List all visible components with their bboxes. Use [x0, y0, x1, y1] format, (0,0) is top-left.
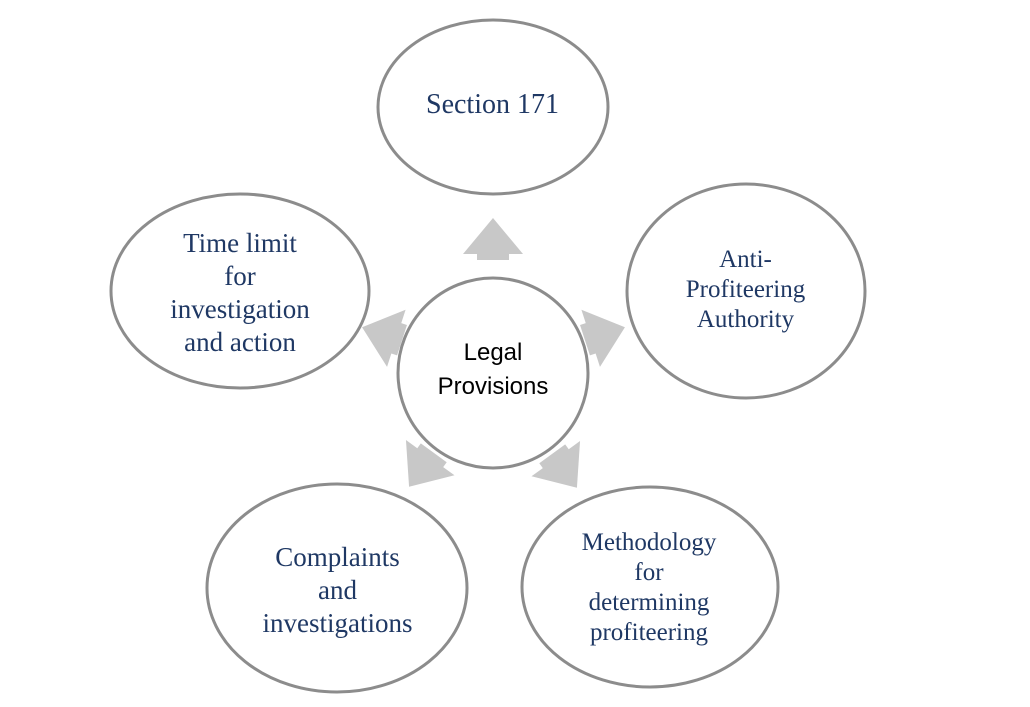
node-ellipse-section-171 — [376, 18, 610, 196]
node-ellipse-complaints — [205, 482, 469, 694]
node-ellipse-time-limit — [109, 192, 371, 390]
node-label-time-limit: Time limit for investigation and action — [170, 227, 310, 357]
node-label-section-171: Section 171 — [426, 89, 559, 120]
node-ellipse-methodology — [520, 485, 780, 689]
center-ellipse — [396, 276, 590, 470]
arrow-to-time-limit — [362, 309, 407, 367]
arrows-layer — [362, 218, 625, 488]
arrow-to-anti-profiteering-authority — [580, 309, 625, 367]
arrow-to-methodology — [531, 441, 581, 488]
center-label: Legal Provisions — [437, 339, 549, 400]
arrow-to-section-171 — [463, 218, 523, 260]
node-label-methodology: Methodology for determining profiteering — [581, 528, 717, 646]
node-ellipse-anti-profiteering-authority — [625, 182, 867, 400]
node-label-anti-profiteering-authority: Anti- Profiteering Authority — [685, 246, 806, 333]
ellipses-layer — [109, 18, 867, 694]
arrow-to-complaints — [405, 440, 455, 487]
node-label-complaints: Complaints and investigations — [262, 541, 413, 638]
